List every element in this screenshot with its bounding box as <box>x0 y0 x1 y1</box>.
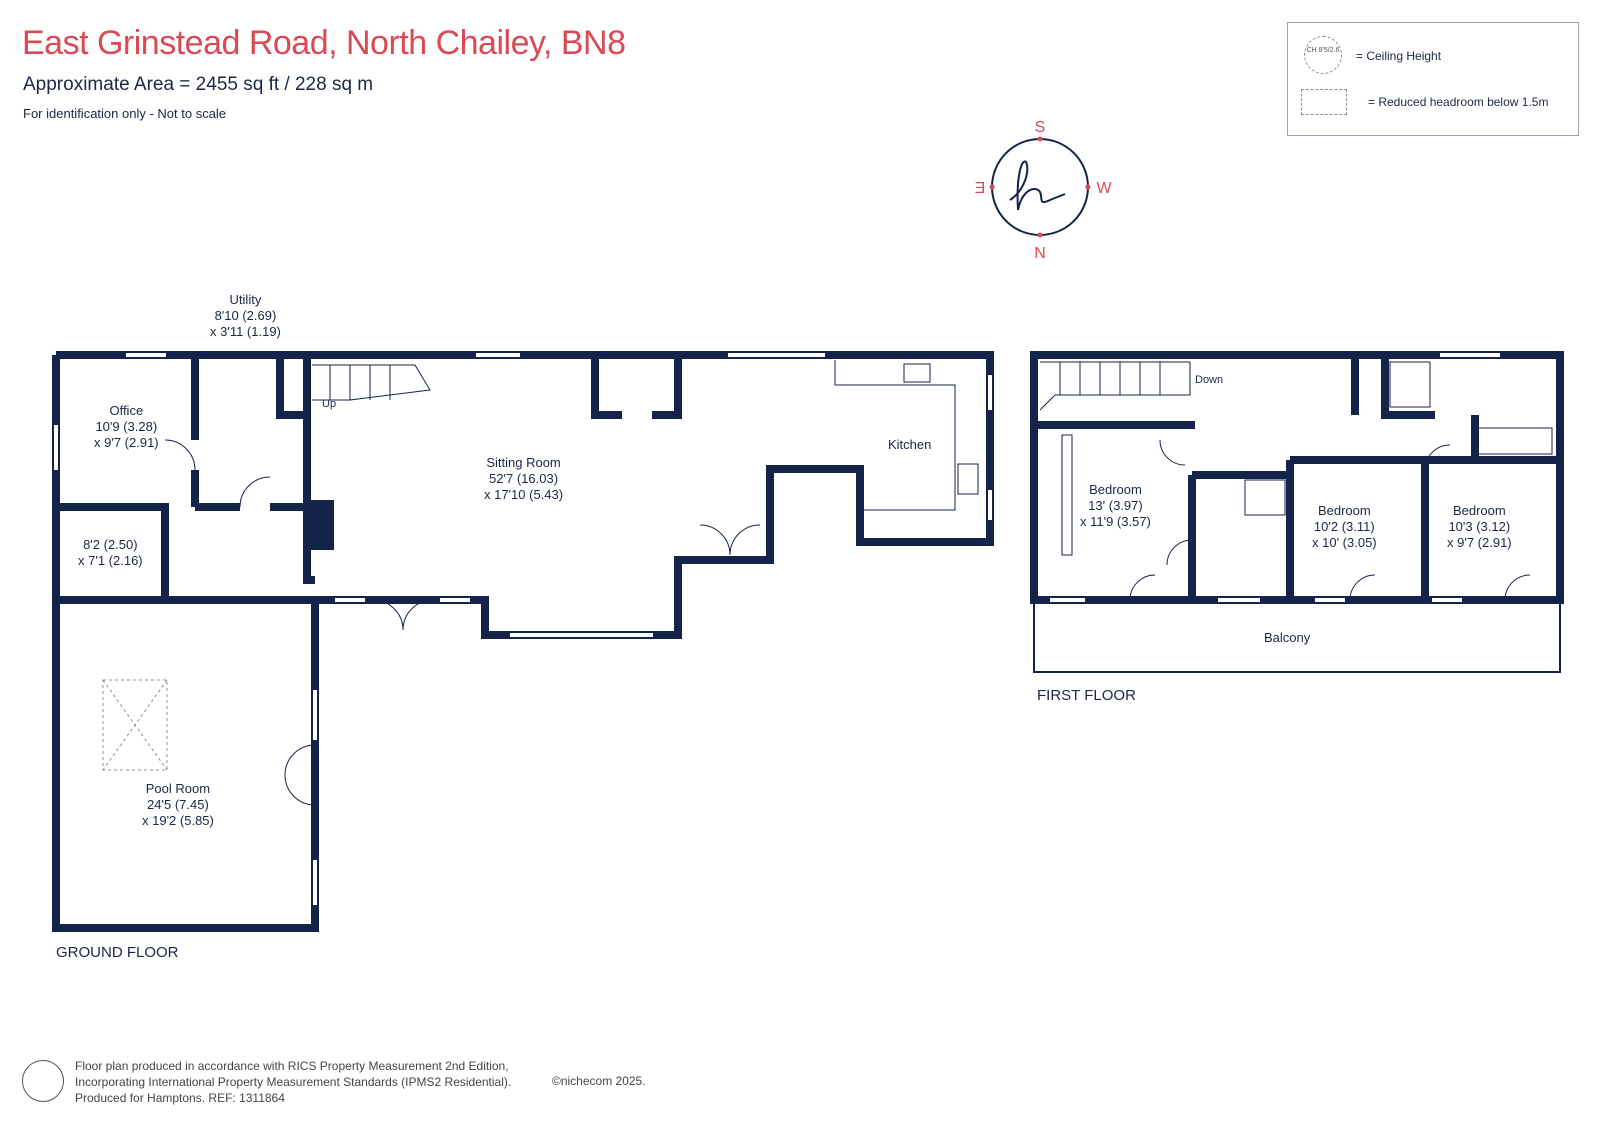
room-bedroom-3: Bedroom 10'3 (3.12) x 9'7 (2.91) <box>1447 503 1512 551</box>
room-name: Utility <box>229 292 262 307</box>
room-dim1: 10'2 (3.11) <box>1313 519 1375 534</box>
compass-left: E <box>975 180 986 197</box>
ceiling-height-icon: CH 8'5/2.6 <box>1304 36 1342 74</box>
compass-bottom: N <box>1034 245 1046 262</box>
first-floor-label: FIRST FLOOR <box>1037 687 1136 704</box>
room-name: Bedroom <box>1452 503 1506 518</box>
footer-line-2: Incorporating International Property Mea… <box>75 1075 512 1089</box>
room-dim2: x 10' (3.05) <box>1312 535 1377 550</box>
skylight-marker <box>102 679 168 771</box>
compass: S N E W <box>975 119 1113 262</box>
room-dim1: 10'3 (3.12) <box>1448 519 1511 534</box>
room-dim1: 10'9 (3.28) <box>95 419 158 434</box>
stairs-up <box>312 364 431 401</box>
room-name: Office <box>109 403 144 418</box>
identification-note: For identification only - Not to scale <box>23 106 227 121</box>
room-dim1: 13' (3.97) <box>1088 498 1143 513</box>
ground-floor-label: GROUND FLOOR <box>56 944 179 961</box>
room-name: Pool Room <box>145 781 211 796</box>
room-balcony: Balcony <box>1264 630 1311 645</box>
footer-line-3: Produced for Hamptons. REF: 1311864 <box>75 1091 285 1105</box>
room-pool: Pool Room 24'5 (7.45) x 19'2 (5.85) <box>142 781 214 829</box>
first-floor-walls <box>1030 351 1564 604</box>
kitchen-counters <box>834 360 979 540</box>
stairs-down-label: Down <box>1195 374 1224 386</box>
reduced-headroom-icon <box>1301 89 1347 115</box>
wardrobe-icon <box>1061 434 1073 556</box>
first-floor-door-swings <box>1129 439 1531 601</box>
stairs-up-label: Up <box>322 398 337 410</box>
room-dim1: 8'10 (2.69) <box>214 308 277 323</box>
room-kitchen: Kitchen <box>888 437 931 453</box>
compass-top: S <box>1035 119 1046 136</box>
chimney-breast <box>310 500 334 550</box>
room-office: Office 10'9 (3.28) x 9'7 (2.91) <box>94 403 159 451</box>
compass-logo-icon <box>1009 160 1066 211</box>
shower-icon <box>1244 479 1286 516</box>
copyright: ©nichecom 2025. <box>552 1074 646 1088</box>
room-dim2: x 17'10 (5.43) <box>484 487 564 502</box>
reduced-headroom-label: = Reduced headroom below 1.5m <box>1368 95 1549 109</box>
room-bedroom-2: Bedroom 10'2 (3.11) x 10' (3.05) <box>1312 503 1377 551</box>
bath-icon <box>1471 427 1553 455</box>
footer-line-1: Floor plan produced in accordance with R… <box>75 1059 509 1073</box>
windows <box>54 353 992 905</box>
ground-floor-walls <box>52 351 994 932</box>
first-floor-fixtures <box>1039 361 1553 556</box>
room-dim1: 8'2 (2.50) <box>83 537 138 552</box>
room-dim2: x 9'7 (2.91) <box>94 435 159 450</box>
ceiling-height-label: = Ceiling Height <box>1356 49 1442 63</box>
balcony-outline <box>1033 599 1561 673</box>
room-dim1: 52'7 (16.03) <box>489 471 559 486</box>
sink-icon <box>957 463 979 495</box>
room-sitting: Sitting Room 52'7 (16.03) x 17'10 (5.43) <box>484 455 563 503</box>
room-bedroom-1: Bedroom 13' (3.97) x 11'9 (3.57) <box>1080 482 1151 530</box>
room-dim1: 24'5 (7.45) <box>147 797 209 812</box>
hob-icon <box>903 363 931 383</box>
door-swings <box>164 439 761 806</box>
first-floor-windows <box>1050 353 1500 602</box>
rics-person-icon <box>22 1060 64 1102</box>
room-small: 8'2 (2.50) x 7'1 (2.16) <box>78 537 143 569</box>
compass-right: W <box>1096 180 1112 197</box>
room-name: Bedroom <box>1089 482 1142 497</box>
shower-icon-2 <box>1389 361 1431 408</box>
room-name: Kitchen <box>888 437 932 452</box>
room-dim2: x 19'2 (5.85) <box>142 813 214 828</box>
room-name: Bedroom <box>1317 503 1371 518</box>
room-dim2: x 3'11 (1.19) <box>210 324 281 339</box>
page-title: East Grinstead Road, North Chailey, BN8 <box>22 24 626 62</box>
room-name: Sitting Room <box>486 455 561 470</box>
room-dim2: x 11'9 (3.57) <box>1080 514 1151 529</box>
footer-text: Floor plan produced in accordance with R… <box>75 1058 511 1106</box>
room-dim2: x 7'1 (2.16) <box>78 553 143 568</box>
room-dim2: x 9'7 (2.91) <box>1447 535 1512 550</box>
legend: CH 8'5/2.6 = Ceiling Height = Reduced he… <box>1287 22 1579 136</box>
approximate-area: Approximate Area = 2455 sq ft / 228 sq m <box>23 74 374 95</box>
room-utility: Utility 8'10 (2.69) x 3'11 (1.19) <box>210 292 281 340</box>
